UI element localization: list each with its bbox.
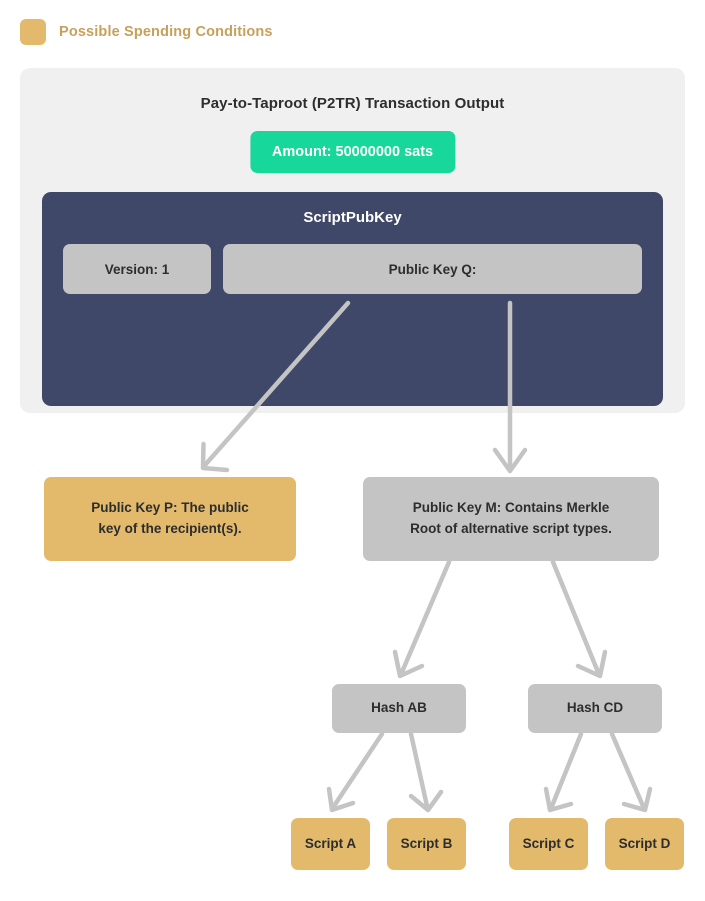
arrow-m-to-hash-ab [399, 559, 452, 675]
node-script-b: Script B [387, 818, 466, 870]
node-script-c: Script C [509, 818, 588, 870]
field-version: Version: 1 [63, 244, 211, 294]
node-hash-ab: Hash AB [332, 684, 466, 733]
arrow-m-to-hash-cd-head [575, 649, 608, 679]
script-pub-key-fields: Version: 1 Public Key Q: [63, 244, 642, 294]
arrow-hash-ab-to-script-b-head [408, 789, 444, 813]
node-public-key-p-line2: key of the recipient(s). [98, 521, 242, 536]
node-script-d: Script D [605, 818, 684, 870]
legend: Possible Spending Conditions [20, 19, 273, 45]
arrow-hash-ab-to-script-a [331, 731, 385, 809]
arrow-m-to-hash-ab-head [392, 649, 425, 679]
script-pub-key-panel: ScriptPubKey Version: 1 Public Key Q: [42, 192, 663, 406]
node-public-key-m-line2: Root of alternative script types. [410, 521, 612, 536]
node-script-a: Script A [291, 818, 370, 870]
transaction-output-card: Pay-to-Taproot (P2TR) Transaction Output… [20, 68, 685, 413]
script-pub-key-title: ScriptPubKey [303, 209, 402, 226]
legend-label: Possible Spending Conditions [59, 24, 273, 40]
node-public-key-p: Public Key P: The public key of the reci… [44, 477, 296, 561]
arrow-hash-cd-to-script-d [609, 731, 646, 809]
field-public-key-q: Public Key Q: [223, 244, 642, 294]
arrow-q-to-m-head [492, 447, 528, 474]
arrow-hash-ab-to-script-a-head [326, 786, 356, 813]
node-public-key-p-label: Public Key P: The public key of the reci… [91, 498, 249, 540]
arrow-q-to-p-head [200, 441, 230, 473]
node-public-key-m: Public Key M: Contains Merkle Root of al… [363, 477, 659, 561]
arrow-hash-cd-to-script-c-head [543, 786, 574, 813]
arrow-hash-ab-to-script-b [408, 731, 430, 809]
arrow-hash-cd-to-script-c [549, 731, 584, 809]
amount-badge: Amount: 50000000 sats [249, 131, 456, 173]
arrow-m-to-hash-cd [550, 559, 601, 675]
node-hash-cd: Hash CD [528, 684, 662, 733]
arrow-hash-cd-to-script-d-head [621, 786, 653, 813]
legend-swatch-icon [20, 19, 46, 45]
node-public-key-p-line1: Public Key P: The public [91, 500, 249, 516]
card-title: Pay-to-Taproot (P2TR) Transaction Output [200, 95, 505, 112]
node-public-key-m-label: Public Key M: Contains Merkle Root of al… [410, 498, 612, 540]
node-public-key-m-line1: Public Key M: Contains Merkle [412, 500, 610, 516]
